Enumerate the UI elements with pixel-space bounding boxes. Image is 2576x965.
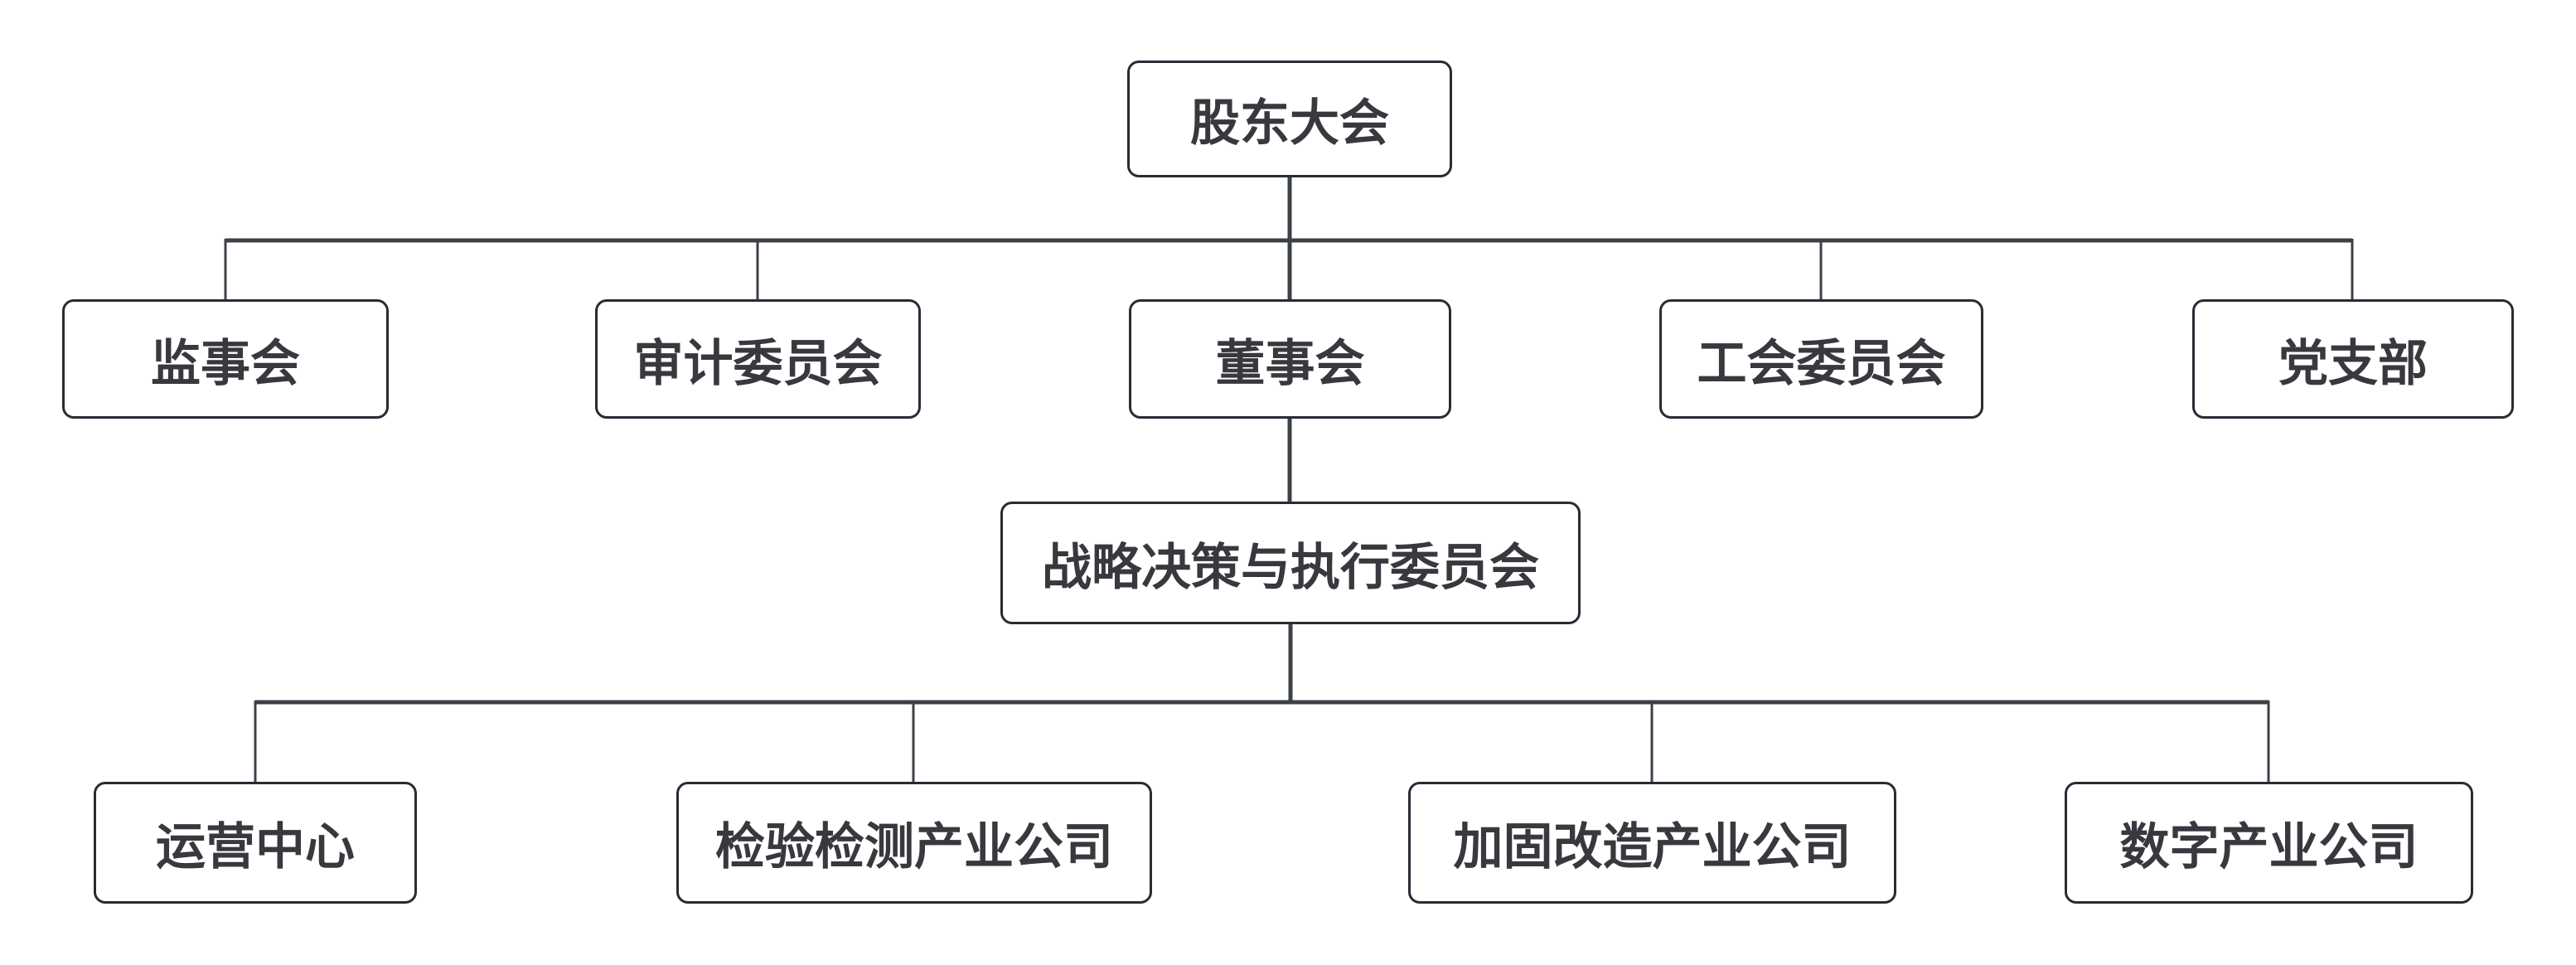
- node-reinforcement-company: 加固改造产业公司: [1408, 782, 1896, 904]
- node-label-audit-committee: 审计委员会: [633, 335, 883, 391]
- node-label-party-branch: 党支部: [2278, 335, 2428, 391]
- node-label-union-committee: 工会委员会: [1697, 335, 1946, 391]
- node-label-supervisory-board: 监事会: [151, 335, 300, 391]
- node-label-digital-company: 数字产业公司: [2119, 819, 2419, 875]
- connector-strategy-children: [254, 623, 2270, 783]
- node-inspection-company: 检验检测产业公司: [676, 782, 1152, 904]
- node-shareholders-meeting: 股东大会: [1127, 61, 1452, 177]
- node-party-branch: 党支部: [2192, 299, 2514, 419]
- node-union-committee: 工会委员会: [1659, 299, 1983, 419]
- node-label-board-of-directors: 董事会: [1215, 335, 1365, 391]
- node-digital-company: 数字产业公司: [2065, 782, 2473, 904]
- node-label-reinforcement-company: 加固改造产业公司: [1453, 819, 1852, 875]
- node-board-of-directors: 董事会: [1129, 299, 1451, 419]
- node-label-strategy-committee: 战略决策与执行委员会: [1042, 539, 1539, 595]
- connector-shareholders-children: [224, 177, 2354, 300]
- node-label-operations-center: 运营中心: [156, 819, 355, 875]
- node-strategy-committee: 战略决策与执行委员会: [1000, 502, 1581, 624]
- node-operations-center: 运营中心: [94, 782, 417, 904]
- node-supervisory-board: 监事会: [62, 299, 389, 419]
- node-label-shareholders-meeting: 股东大会: [1190, 95, 1389, 151]
- node-audit-committee: 审计委员会: [595, 299, 921, 419]
- node-label-inspection-company: 检验检测产业公司: [715, 819, 1113, 875]
